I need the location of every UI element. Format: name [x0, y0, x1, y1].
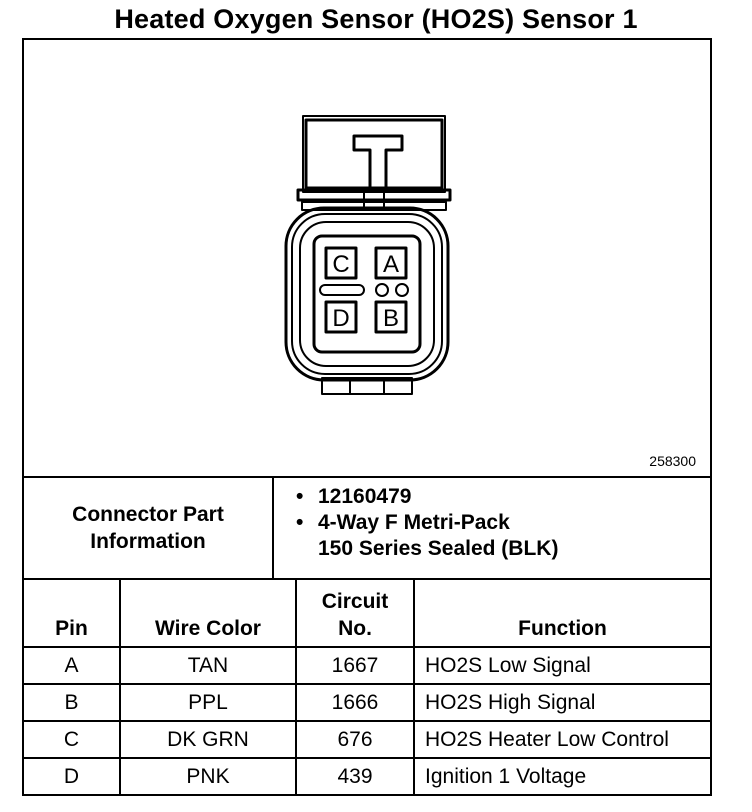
circuit-cell: 1666 [295, 683, 415, 722]
figure-number: 258300 [649, 453, 696, 469]
bullet: • [296, 511, 304, 534]
pin-cell: B [24, 683, 121, 722]
connector-housing-outer [284, 206, 450, 382]
connector-info-label-line2: Information [90, 530, 206, 553]
connector-drawing: C A D B [284, 115, 452, 395]
function-cell: HO2S Low Signal [413, 646, 710, 685]
pin-cell: D [24, 757, 121, 794]
circuit-cell: 676 [295, 720, 415, 759]
bullet: • [296, 485, 304, 508]
function-cell: HO2S Heater Low Control [413, 720, 710, 759]
pin-cell: C [24, 720, 121, 759]
cavity-label-c: C [332, 251, 349, 278]
description-item: • 4-Way F Metri-Pack [296, 510, 710, 536]
terminal-hole-left [375, 283, 389, 297]
connector-chart: C A D B 258300 Connector Part Informatio… [22, 38, 712, 796]
table-row: C DK GRN 676 HO2S Heater Low Control [24, 720, 710, 759]
cavity-label-a: A [383, 251, 399, 278]
header-circuit-line2: No. [338, 617, 372, 640]
wire-color-cell: DK GRN [119, 720, 297, 759]
header-circuit: Circuit No. [295, 580, 415, 648]
connector-part-info: Connector Part Information • 12160479 • … [24, 478, 710, 580]
header-function: Function [413, 580, 710, 648]
page-title: Heated Oxygen Sensor (HO2S) Sensor 1 [114, 4, 638, 34]
header-circuit-line1: Circuit [321, 590, 389, 613]
table-header-row: Pin Wire Color Circuit No. Function [24, 580, 710, 648]
bottom-tab [321, 377, 413, 395]
connector-latch [304, 118, 444, 190]
cavity-separator [319, 284, 365, 296]
table-row: B PPL 1666 HO2S High Signal [24, 683, 710, 722]
connector-info-label-line1: Connector Part [72, 503, 224, 526]
part-number: 12160479 [318, 485, 412, 508]
connector-info-label: Connector Part Information [24, 478, 274, 578]
cavity-label-d: D [332, 305, 349, 332]
table-row: A TAN 1667 HO2S Low Signal [24, 646, 710, 685]
lock-tab [352, 134, 404, 190]
connector-face [312, 234, 422, 354]
wire-color-cell: TAN [119, 646, 297, 685]
header-wire-color: Wire Color [119, 580, 297, 648]
function-cell: HO2S High Signal [413, 683, 710, 722]
part-number-item: • 12160479 [296, 484, 710, 510]
cavity-label-b: B [383, 305, 399, 332]
circuit-cell: 439 [295, 757, 415, 794]
wire-color-cell: PPL [119, 683, 297, 722]
cavity-d-box [324, 300, 358, 334]
cavity-b-box [374, 300, 408, 334]
cavity-c-box [324, 246, 358, 280]
pinout-table: Pin Wire Color Circuit No. Function A TA… [24, 580, 710, 794]
description-line2: 150 Series Sealed (BLK) [318, 537, 559, 560]
header-pin: Pin [24, 580, 121, 648]
function-cell: Ignition 1 Voltage [413, 757, 710, 794]
pin-cell: A [24, 646, 121, 685]
description-line1: 4-Way F Metri-Pack [318, 511, 510, 534]
table-row: D PNK 439 Ignition 1 Voltage [24, 757, 710, 794]
connector-info-list: • 12160479 • 4-Way F Metri-Pack 150 Seri… [274, 478, 710, 578]
wire-color-cell: PNK [119, 757, 297, 794]
circuit-cell: 1667 [295, 646, 415, 685]
description-item-cont: 150 Series Sealed (BLK) [296, 536, 710, 562]
connector-diagram: C A D B 258300 [24, 40, 710, 478]
cavity-a-box [374, 246, 408, 280]
terminal-hole-right [395, 283, 409, 297]
